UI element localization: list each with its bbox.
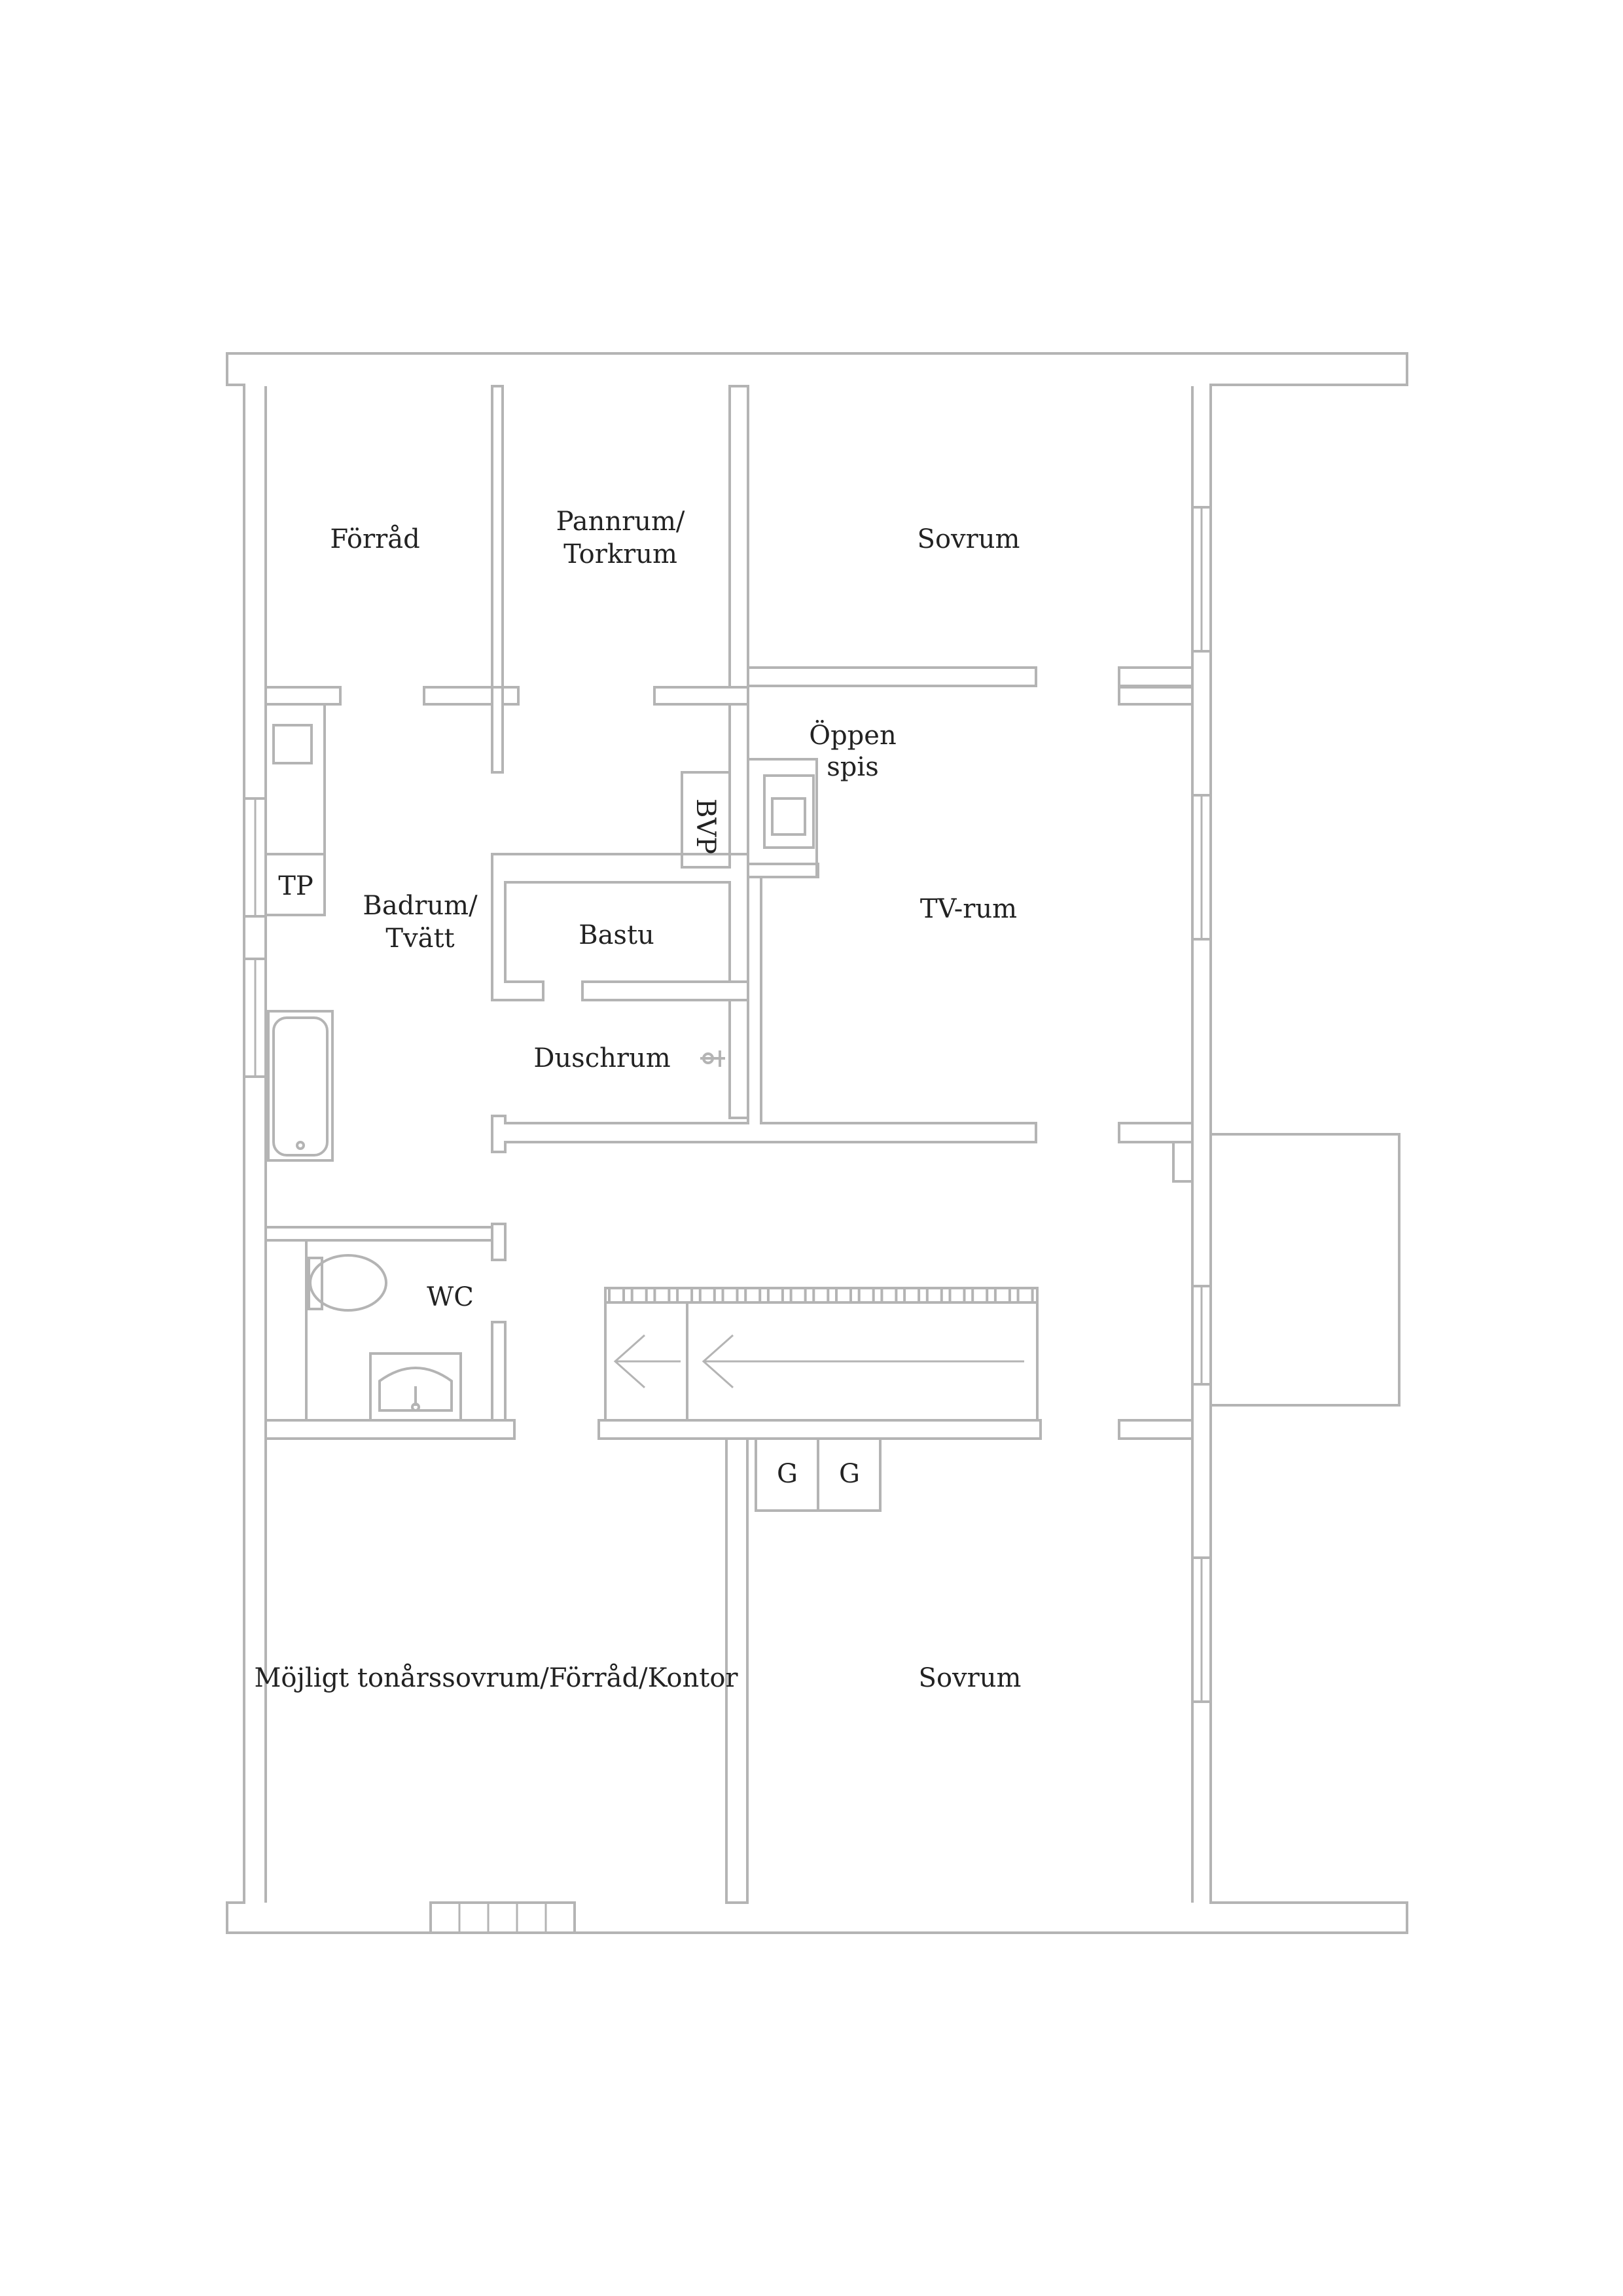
label-forrad: Förråd [330, 524, 419, 554]
stair-tread [1016, 1287, 1034, 1304]
label-badrum-1: Badrum/ [363, 891, 478, 921]
bathtub-inner [272, 1016, 329, 1157]
wall-forrad-pannrum [491, 385, 504, 695]
wall-duschrum-right [728, 999, 749, 1119]
label-oppen-spis-1: Öppen [809, 720, 896, 751]
wall-wc-left-inner [264, 1239, 308, 1422]
balcony [1209, 1133, 1400, 1407]
wall-pannrum-stub [491, 686, 504, 774]
bathtub-outer [267, 1010, 334, 1162]
stair-tread [744, 1287, 762, 1304]
label-mojligt: Möjligt tonårssovrum/Förråd/Kontor [254, 1663, 738, 1693]
wall-wc-door-stub-top [491, 1223, 507, 1261]
toilet-tank [308, 1257, 323, 1310]
label-oppen-spis-2: spis [827, 752, 878, 782]
wall-bottom-row-right [1118, 1419, 1194, 1440]
stair-tread [880, 1287, 898, 1304]
wall-forrad-bottom-left [264, 686, 342, 706]
wall-bottom-row-left [264, 1419, 516, 1440]
stair-tread [608, 1287, 625, 1304]
label-wc: WC [427, 1282, 474, 1312]
g-unit-2 [817, 1437, 882, 1512]
wall-bottom-rooms-divider [725, 1437, 749, 1904]
stair-tread [812, 1287, 830, 1304]
fixtures [264, 703, 1039, 1512]
stair-tread [925, 1287, 943, 1304]
room-labels: Förråd Pannrum/ Torkrum Sovrum Öppen spi… [254, 507, 1021, 1693]
wall-wc-right [491, 1321, 507, 1422]
label-pannrum-1: Pannrum/ [556, 507, 685, 537]
label-bastu: Bastu [579, 920, 654, 950]
wall-bastu-bottom-right [581, 980, 749, 1001]
label-duschrum: Duschrum [533, 1043, 670, 1073]
stair-tread [698, 1287, 716, 1304]
staircase [604, 1287, 1039, 1422]
stair-tread [789, 1287, 807, 1304]
stair-tread [948, 1287, 966, 1304]
window-bottom-room [429, 1901, 576, 1934]
wall-sovrum-bottom-left [747, 666, 1037, 687]
stair-tread [903, 1287, 921, 1304]
stair-arrow-right [702, 1334, 1024, 1389]
stair-arrow-left [613, 1334, 681, 1389]
fireplace-frame [748, 758, 818, 878]
wall-pannrum-sovrum [728, 385, 749, 878]
fireplace [763, 774, 815, 849]
label-tp: TP [278, 871, 313, 901]
wall-sovrum-bottom-right [1118, 666, 1194, 687]
wall-tv-top-right [1118, 686, 1194, 706]
stair-tread [766, 1287, 784, 1304]
washbasin-square [272, 724, 313, 764]
label-g-1: G [777, 1459, 798, 1489]
label-pannrum-2: Torkrum [563, 539, 677, 569]
stair-tread [676, 1287, 694, 1304]
wc-basin-outer [369, 1352, 462, 1422]
interior-walls [264, 385, 1194, 1904]
wall-badrum-bottom [264, 1226, 507, 1242]
label-bvp: BVP [690, 798, 721, 854]
wc-basin-bowl [378, 1367, 453, 1412]
label-badrum-2: Tvätt [385, 924, 454, 954]
wall-forrad-bottom-right [423, 686, 504, 706]
label-sovrum-top: Sovrum [918, 524, 1020, 554]
stair-tread [653, 1287, 671, 1304]
label-sovrum-bottom: Sovrum [919, 1663, 1022, 1693]
bvp-unit [681, 771, 731, 869]
wall-pannrum-bottom-right [653, 686, 749, 706]
wall-bottom-row-mid [597, 1419, 1042, 1440]
wall-tv-left-lower [747, 863, 819, 878]
wall-corridor-top [491, 876, 1037, 1153]
wall-corridor-top-right [1118, 1122, 1194, 1143]
fireplace-hearth [771, 797, 806, 836]
wall-corridor-right-stub [1172, 1141, 1194, 1183]
stair-tread [971, 1287, 989, 1304]
stair-tread [835, 1287, 852, 1304]
bath-counter [264, 703, 326, 916]
shower-icon [700, 1050, 725, 1067]
label-g-2: G [839, 1459, 860, 1489]
stair-tread [721, 1287, 739, 1304]
bathtub-drain [296, 1141, 305, 1150]
stair-tread [993, 1287, 1011, 1304]
stair-tread [630, 1287, 648, 1304]
label-tv-rum: TV-rum [920, 894, 1017, 924]
windows [243, 506, 1212, 1934]
stair-tread [857, 1287, 875, 1304]
